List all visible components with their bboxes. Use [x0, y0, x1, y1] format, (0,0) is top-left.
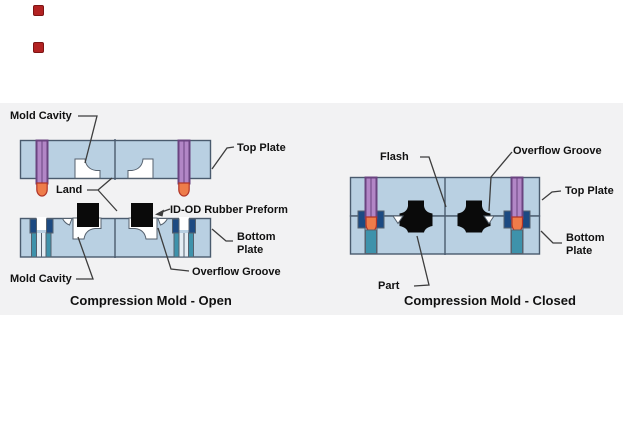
leader-preform-arrowhead: [155, 209, 164, 217]
label-overflow-groove-closed: Overflow Groove: [513, 145, 602, 157]
guide-sleeve-left: [365, 229, 377, 254]
leader-bottom-plate: [211, 228, 233, 242]
leader-mold-cavity-top: [78, 115, 98, 164]
pin-tip-right-closed: [511, 216, 524, 233]
guide-bushing-left: [29, 217, 54, 258]
label-top-plate-open: Top Plate: [237, 142, 286, 154]
label-id-od-rubber-preform: ID-OD Rubber Preform: [170, 204, 288, 216]
overflow-groove-notch-right: [157, 218, 169, 226]
rubber-preform-block-right: [131, 203, 153, 227]
molded-part-right: [457, 200, 491, 233]
leader-bottom-plate-closed: [540, 230, 562, 244]
label-part: Part: [378, 280, 400, 292]
label-flash: Flash: [380, 151, 409, 163]
caption-closed-mold: Compression Mold - Closed: [404, 293, 576, 308]
leader-land: [87, 177, 118, 212]
label-land: Land: [56, 184, 83, 196]
overflow-groove-triangle-right: [483, 215, 495, 225]
label-bottom-plate-closed: Bottom Plate: [566, 232, 605, 257]
label-top-plate-closed: Top Plate: [565, 185, 614, 197]
label-bottom-plate-open: Bottom Plate: [237, 231, 276, 256]
leader-part: [413, 235, 430, 287]
leader-top-plate-closed: [541, 190, 562, 201]
leader-overflow-groove: [157, 227, 190, 272]
guide-sleeve-right: [511, 229, 523, 254]
top-plate-cavity-left: [74, 158, 101, 179]
bushing-collar: [376, 210, 385, 229]
label-mold-cavity-bottom: Mold Cavity: [10, 273, 72, 285]
label-mold-cavity-top: Mold Cavity: [10, 110, 72, 122]
bushing-collar: [503, 210, 512, 229]
bushing-collar: [357, 210, 366, 229]
rubber-preform-block-left: [77, 203, 99, 227]
top-plate-cavity-right: [127, 158, 154, 179]
leader-overflow-groove-closed: [488, 151, 513, 212]
label-overflow-groove-open: Overflow Groove: [192, 266, 281, 278]
pin-tip-left-closed: [365, 216, 378, 233]
molded-part-left: [399, 200, 433, 233]
leader-top-plate: [211, 146, 235, 170]
caption-open-mold: Compression Mold - Open: [70, 293, 232, 308]
open-mold-diagram: [19, 115, 235, 280]
overflow-groove-notch-left: [61, 218, 73, 226]
red-square-icon: [33, 42, 44, 53]
overflow-groove-triangle-left: [392, 215, 404, 225]
bushing-collar: [522, 210, 531, 229]
red-square-icon: [33, 5, 44, 16]
closed-mold-diagram: [349, 151, 562, 287]
pin-tip-left: [36, 182, 48, 197]
guide-bushing-right: [172, 217, 196, 258]
leader-mold-cavity-bottom: [76, 236, 94, 280]
pin-tip-right: [178, 182, 190, 197]
leader-flash: [420, 156, 447, 208]
